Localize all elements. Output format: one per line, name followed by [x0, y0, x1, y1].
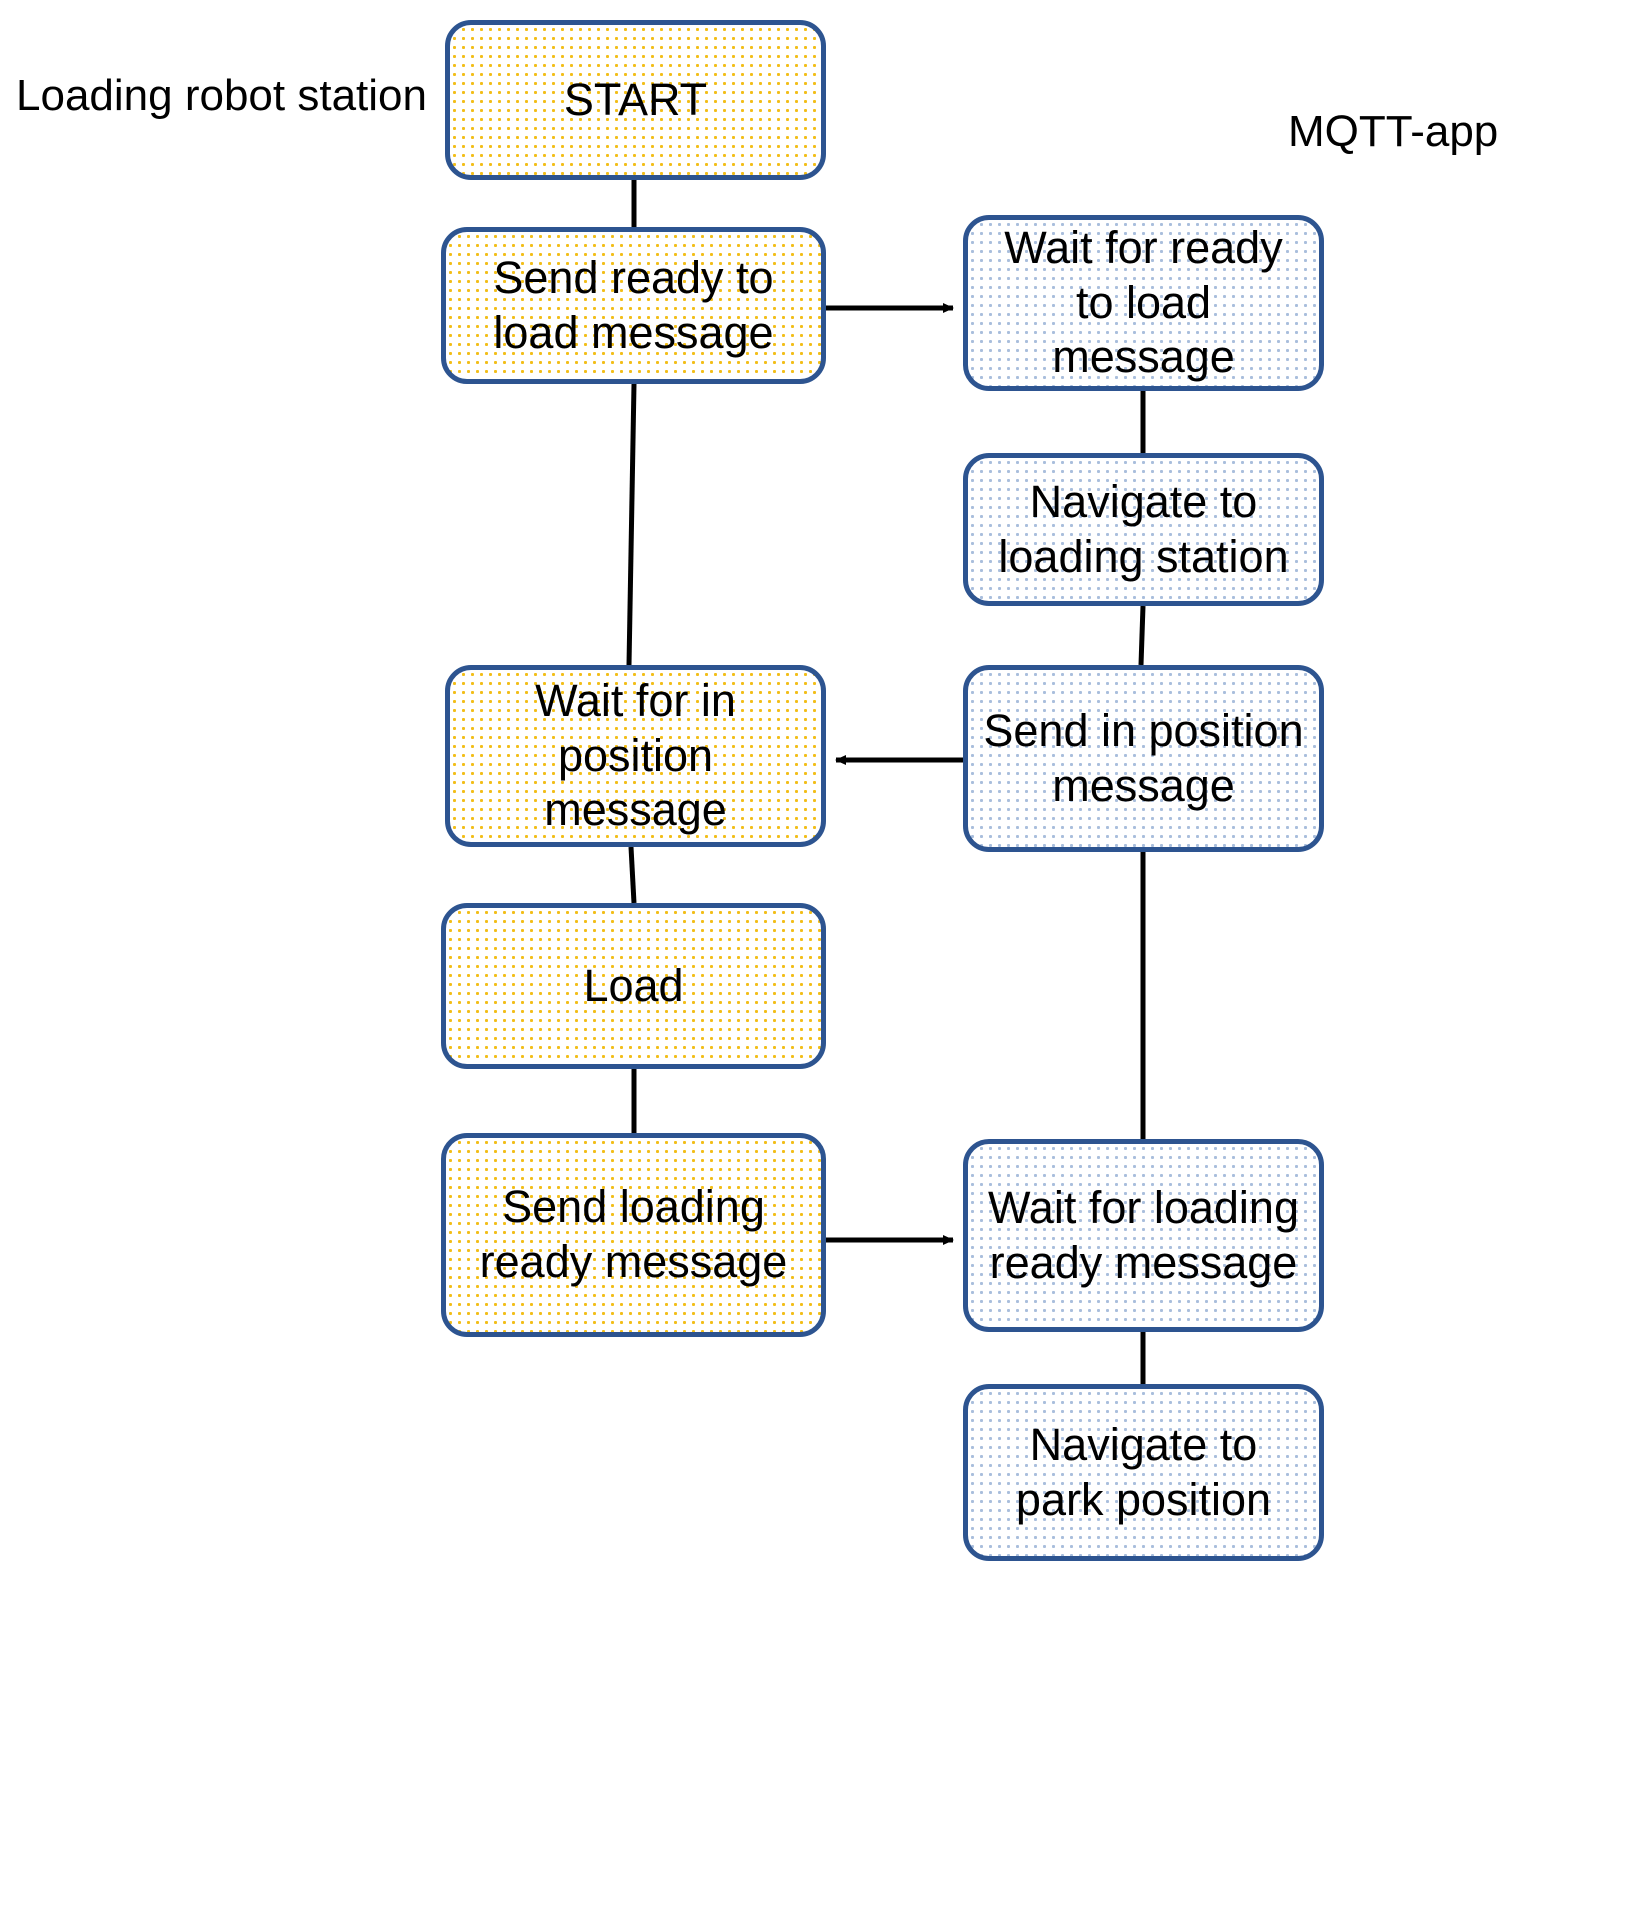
node-wait-for-ready-to-load-message-label: Wait for ready to load message [1004, 221, 1283, 383]
node-wait-for-loading-ready-message[interactable]: Wait for loading ready message [963, 1139, 1324, 1332]
node-load[interactable]: Load [441, 903, 826, 1069]
node-navigate-to-park-position-label: Navigate to park position [1015, 1418, 1272, 1525]
edge-nav-loading-to-send-in-position [1138, 605, 1146, 666]
node-wait-for-loading-ready-message-label: Wait for loading ready message [988, 1181, 1299, 1288]
lane-label-mqtt-app: MQTT-app [1288, 107, 1499, 156]
node-wait-for-ready-to-load-message[interactable]: Wait for ready to load message [963, 215, 1324, 391]
node-navigate-to-loading-station[interactable]: Navigate to loading station [963, 453, 1324, 606]
node-wait-for-in-position-message-label: Wait for in position message [535, 674, 736, 836]
node-send-loading-ready-message-label: Send loading ready message [479, 1181, 788, 1287]
node-start-label: START [563, 73, 708, 125]
node-navigate-to-loading-station-label: Navigate to loading station [998, 475, 1289, 582]
node-wait-for-in-position-message[interactable]: Wait for in position message [445, 665, 826, 847]
node-start[interactable]: START [445, 20, 826, 180]
node-load-label: Load [583, 959, 684, 1011]
node-navigate-to-park-position[interactable]: Navigate to park position [963, 1384, 1324, 1561]
node-send-in-position-message[interactable]: Send in position message [963, 665, 1324, 852]
node-send-in-position-message-label: Send in position message [983, 704, 1304, 811]
node-send-loading-ready-message[interactable]: Send loading ready message [441, 1133, 826, 1337]
lane-label-loading-robot-station: Loading robot station [16, 71, 427, 120]
edge-send-ready-to-wait-in-position [626, 383, 637, 666]
node-send-ready-to-load-message[interactable]: Send ready to load message [441, 227, 826, 384]
node-send-ready-to-load-message-label: Send ready to load message [493, 251, 774, 358]
edge-wait-in-position-to-load [628, 846, 637, 904]
